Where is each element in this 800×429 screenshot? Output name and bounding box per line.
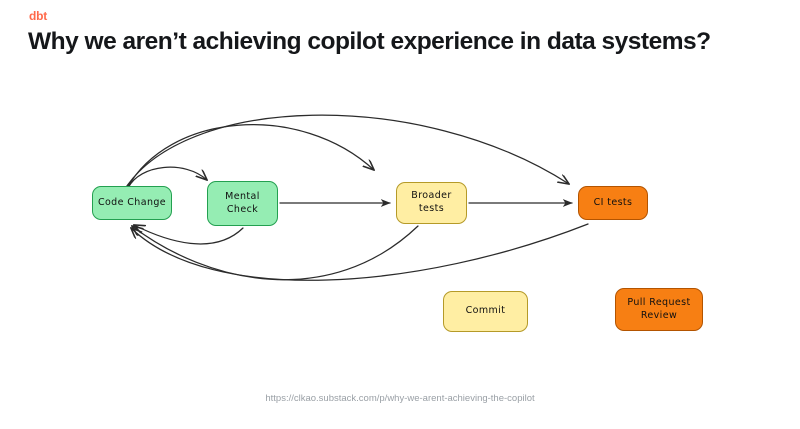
node-commit-label: Commit bbox=[465, 305, 506, 317]
node-ci-tests[interactable]: CI tests bbox=[578, 186, 648, 220]
node-code-change-label: Code Change bbox=[97, 196, 167, 208]
node-pull-request-review-label: Pull Request Review bbox=[627, 296, 691, 321]
flow-diagram: Code Change Mental Check Broader tests C… bbox=[0, 60, 800, 380]
page-title: Why we aren’t achieving copilot experien… bbox=[28, 28, 711, 55]
diagram-edges-layer bbox=[122, 114, 589, 281]
edge-code-change-to-ci-tests bbox=[122, 114, 569, 193]
node-code-change[interactable]: Code Change bbox=[92, 186, 172, 220]
edge-ci-tests-to-code-change bbox=[131, 223, 589, 281]
source-url[interactable]: https://clkao.substack.com/p/why-we-aren… bbox=[265, 393, 535, 404]
dbt-logo: dbt bbox=[29, 9, 48, 23]
node-ci-tests-label: CI tests bbox=[593, 196, 633, 208]
node-mental-check-label: Mental Check bbox=[225, 190, 260, 215]
node-broader-tests[interactable]: Broader tests bbox=[396, 182, 467, 224]
edge-code-change-to-mental-check bbox=[127, 166, 207, 189]
node-mental-check[interactable]: Mental Check bbox=[207, 181, 278, 226]
node-broader-tests-label: Broader tests bbox=[411, 190, 452, 214]
node-commit[interactable]: Commit bbox=[443, 291, 528, 332]
edge-mental-check-to-code-change bbox=[134, 225, 244, 245]
node-pull-request-review[interactable]: Pull Request Review bbox=[615, 288, 703, 331]
edge-broader-tests-to-code-change bbox=[132, 226, 419, 281]
edge-code-change-to-broader-tests bbox=[125, 124, 374, 191]
